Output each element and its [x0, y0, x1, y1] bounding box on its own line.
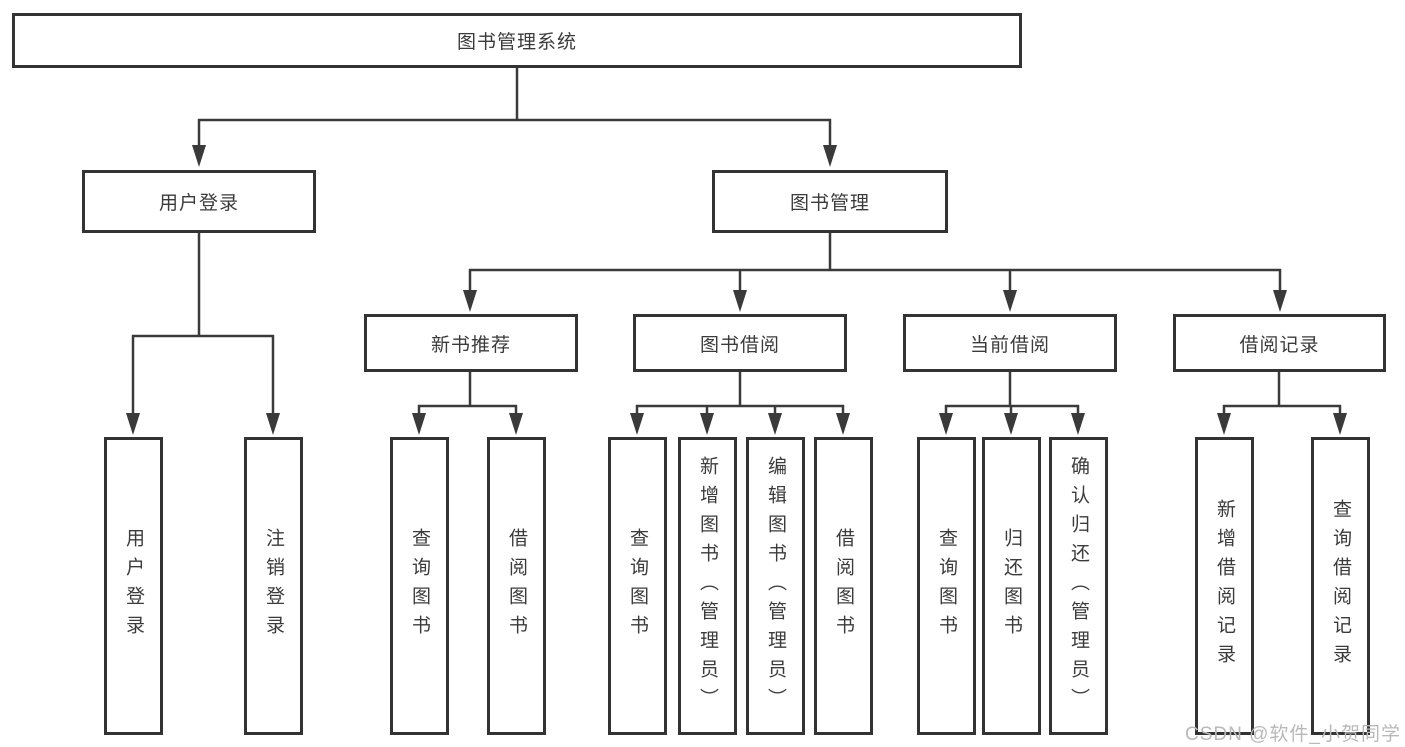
node-user-login: 用户登录 — [82, 170, 316, 233]
leaf-logout: 注销登录 — [244, 437, 303, 735]
leaf-borrow-books-recommend: 借阅图书 — [487, 437, 546, 735]
arrowheads — [126, 145, 1347, 435]
leaf-user-login: 用户登录 — [104, 437, 163, 735]
node-root: 图书管理系统 — [12, 13, 1022, 68]
leaf-edit-books-admin: 编辑图书（管理员） — [746, 437, 805, 735]
node-new-book-recommend: 新书推荐 — [364, 314, 578, 372]
leaf-return-books: 归还图书 — [982, 437, 1041, 735]
leaf-query-books-borrow: 查询图书 — [608, 437, 667, 735]
leaf-add-books-admin: 新增图书（管理员） — [678, 437, 737, 735]
node-borrow-records: 借阅记录 — [1173, 314, 1386, 372]
node-book-management: 图书管理 — [712, 170, 948, 233]
leaf-borrow-books: 借阅图书 — [814, 437, 873, 735]
leaf-add-borrow-record: 新增借阅记录 — [1195, 437, 1254, 735]
leaf-query-borrow-record: 查询借阅记录 — [1311, 437, 1370, 735]
leaf-query-books-recommend: 查询图书 — [390, 437, 449, 735]
leaf-query-books-current: 查询图书 — [917, 437, 976, 735]
node-current-borrow: 当前借阅 — [903, 314, 1117, 372]
node-book-borrow: 图书借阅 — [633, 314, 847, 372]
csdn-watermark: CSDN @软件_小贺同学 — [1185, 724, 1401, 745]
leaf-confirm-return-admin: 确认归还（管理员） — [1049, 437, 1108, 735]
